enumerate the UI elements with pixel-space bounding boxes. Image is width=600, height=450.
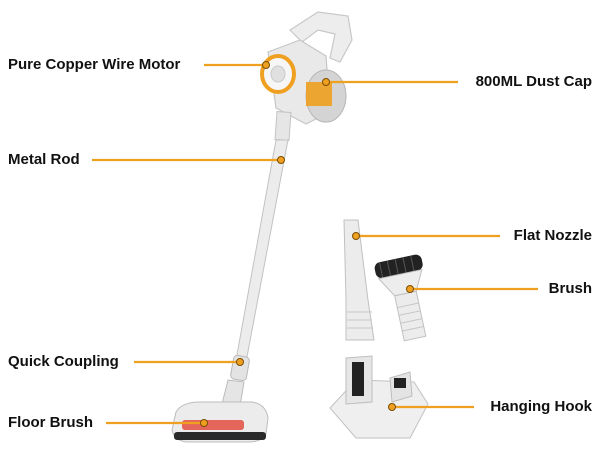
label-brush: Brush bbox=[548, 280, 592, 297]
motor-cap bbox=[270, 65, 286, 83]
dot-flat-nozzle bbox=[352, 232, 360, 240]
leader-dots bbox=[200, 61, 414, 427]
dot-motor bbox=[262, 61, 270, 69]
label-hanging-hook: Hanging Hook bbox=[490, 398, 592, 415]
floor-brush-red-light bbox=[182, 420, 244, 430]
dot-floor-brush bbox=[200, 419, 208, 427]
vacuum-neck bbox=[274, 111, 292, 141]
label-dust-cap: 800ML Dust Cap bbox=[475, 73, 592, 90]
round-brush-shape bbox=[374, 254, 427, 342]
metal-rod bbox=[235, 139, 289, 363]
label-floor-brush: Floor Brush bbox=[8, 414, 93, 431]
leader-lines bbox=[92, 63, 538, 425]
dot-dust-cap bbox=[322, 78, 330, 86]
flat-nozzle-shape bbox=[343, 219, 375, 341]
hook-slot-right bbox=[394, 378, 406, 388]
hanging-hook-shape bbox=[329, 379, 429, 439]
dot-hanging-hook bbox=[388, 403, 396, 411]
dot-quick-coupling bbox=[236, 358, 244, 366]
label-flat-nozzle: Flat Nozzle bbox=[513, 227, 592, 244]
flat-nozzle-ribs bbox=[346, 311, 373, 329]
label-metal-rod: Metal Rod bbox=[8, 151, 80, 168]
vacuum-handle bbox=[289, 11, 353, 63]
label-quick-coupling: Quick Coupling bbox=[8, 353, 119, 370]
dust-cup-band bbox=[306, 82, 332, 106]
dot-metal-rod bbox=[277, 156, 285, 164]
label-motor: Pure Copper Wire Motor bbox=[8, 56, 181, 73]
hook-slot-left bbox=[352, 362, 364, 396]
dot-brush bbox=[406, 285, 414, 293]
floor-brush-bumper bbox=[174, 432, 266, 440]
